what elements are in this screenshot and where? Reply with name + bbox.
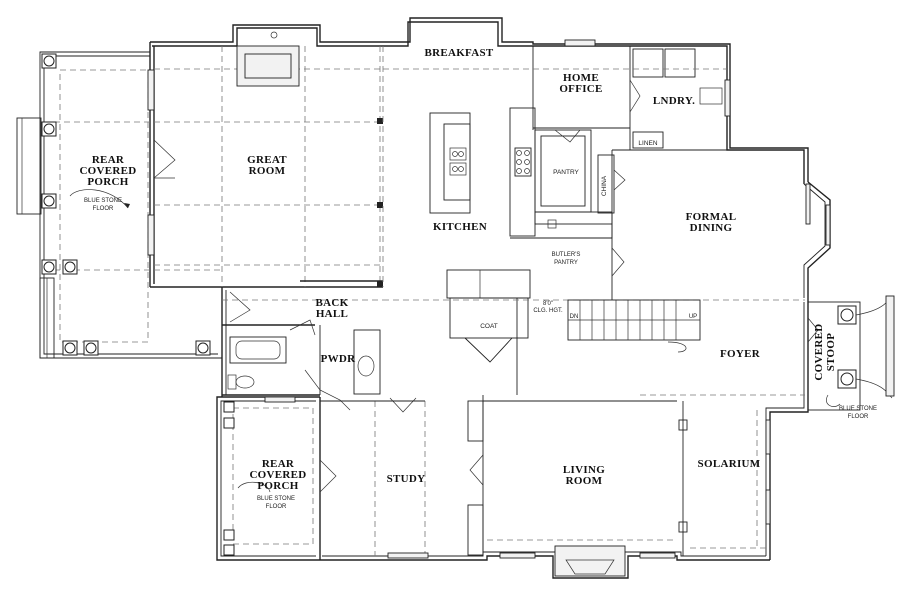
label-formal-dining-2: DINING — [690, 222, 733, 234]
label-powder: PWDR — [321, 353, 357, 365]
label-rear-porch-bottom-floor-1: BLUE STONE — [257, 496, 295, 502]
formal-dining — [611, 149, 831, 300]
label-butlers-pantry-1: BUTLER'S — [552, 252, 581, 258]
label-linen: LINEN — [638, 140, 657, 147]
great-room-ceiling-grid — [154, 31, 383, 287]
label-laundry: LNDRY. — [653, 95, 695, 107]
label-stoop-floor-1: BLUE STONE — [839, 406, 877, 412]
center-hall — [222, 269, 805, 411]
label-solarium: SOLARIUM — [698, 458, 761, 470]
foyer-stoop — [640, 295, 895, 411]
office-laundry — [532, 39, 731, 150]
label-rear-porch-bottom-3: PORCH — [257, 480, 298, 492]
label-great-room-1: GREAT — [247, 154, 287, 166]
label-stair-up: UP — [689, 314, 697, 320]
label-china: CHINA — [601, 175, 608, 196]
label-stair-dn: DN — [570, 314, 579, 320]
label-rear-porch-top-3: PORCH — [87, 176, 128, 188]
label-butlers-pantry-2: PANTRY — [554, 260, 578, 266]
label-great-room-2: ROOM — [249, 165, 286, 177]
label-rear-porch-top-floor-2: FLOOR — [93, 206, 114, 212]
label-rear-porch-bottom-1: REAR — [262, 458, 295, 470]
label-rear-porch-bottom-2: COVERED — [249, 469, 306, 481]
lower-rooms — [223, 395, 771, 577]
label-coat: COAT — [480, 323, 498, 330]
label-study: STUDY — [387, 473, 426, 485]
label-stoop-floor-2: FLOOR — [848, 414, 869, 420]
label-breakfast: BREAKFAST — [424, 47, 493, 59]
label-clg-note-2: CLG. HGT. — [533, 308, 563, 314]
label-living-room-2: ROOM — [566, 475, 603, 487]
label-rear-porch-top-floor-1: BLUE STONE — [84, 198, 122, 204]
label-living-room-1: LIVING — [563, 464, 605, 476]
label-pantry: PANTRY — [553, 169, 579, 176]
label-rear-porch-top-2: COVERED — [79, 165, 136, 177]
label-home-office-1: HOME — [563, 72, 599, 84]
kitchen-area — [382, 46, 626, 287]
label-rear-porch-top-1: REAR — [92, 154, 125, 166]
label-clg-note-1: 8'0" — [543, 301, 553, 307]
label-home-office-2: OFFICE — [559, 83, 602, 95]
exterior-walls — [149, 17, 831, 579]
label-foyer: FOYER — [720, 348, 761, 360]
room-labels: BREAKFAST HOME OFFICE LNDRY. LINEN REAR … — [79, 47, 877, 510]
label-rear-porch-bottom-floor-2: FLOOR — [266, 504, 287, 510]
label-covered-stoop-2: STOOP — [825, 333, 837, 372]
label-back-hall-2: HALL — [316, 308, 348, 320]
label-covered-stoop-1: COVERED — [813, 323, 825, 380]
label-formal-dining-1: FORMAL — [686, 211, 737, 223]
label-back-hall-1: BACK — [316, 297, 349, 309]
rear-porch-top — [16, 51, 222, 359]
label-kitchen: KITCHEN — [433, 221, 487, 233]
